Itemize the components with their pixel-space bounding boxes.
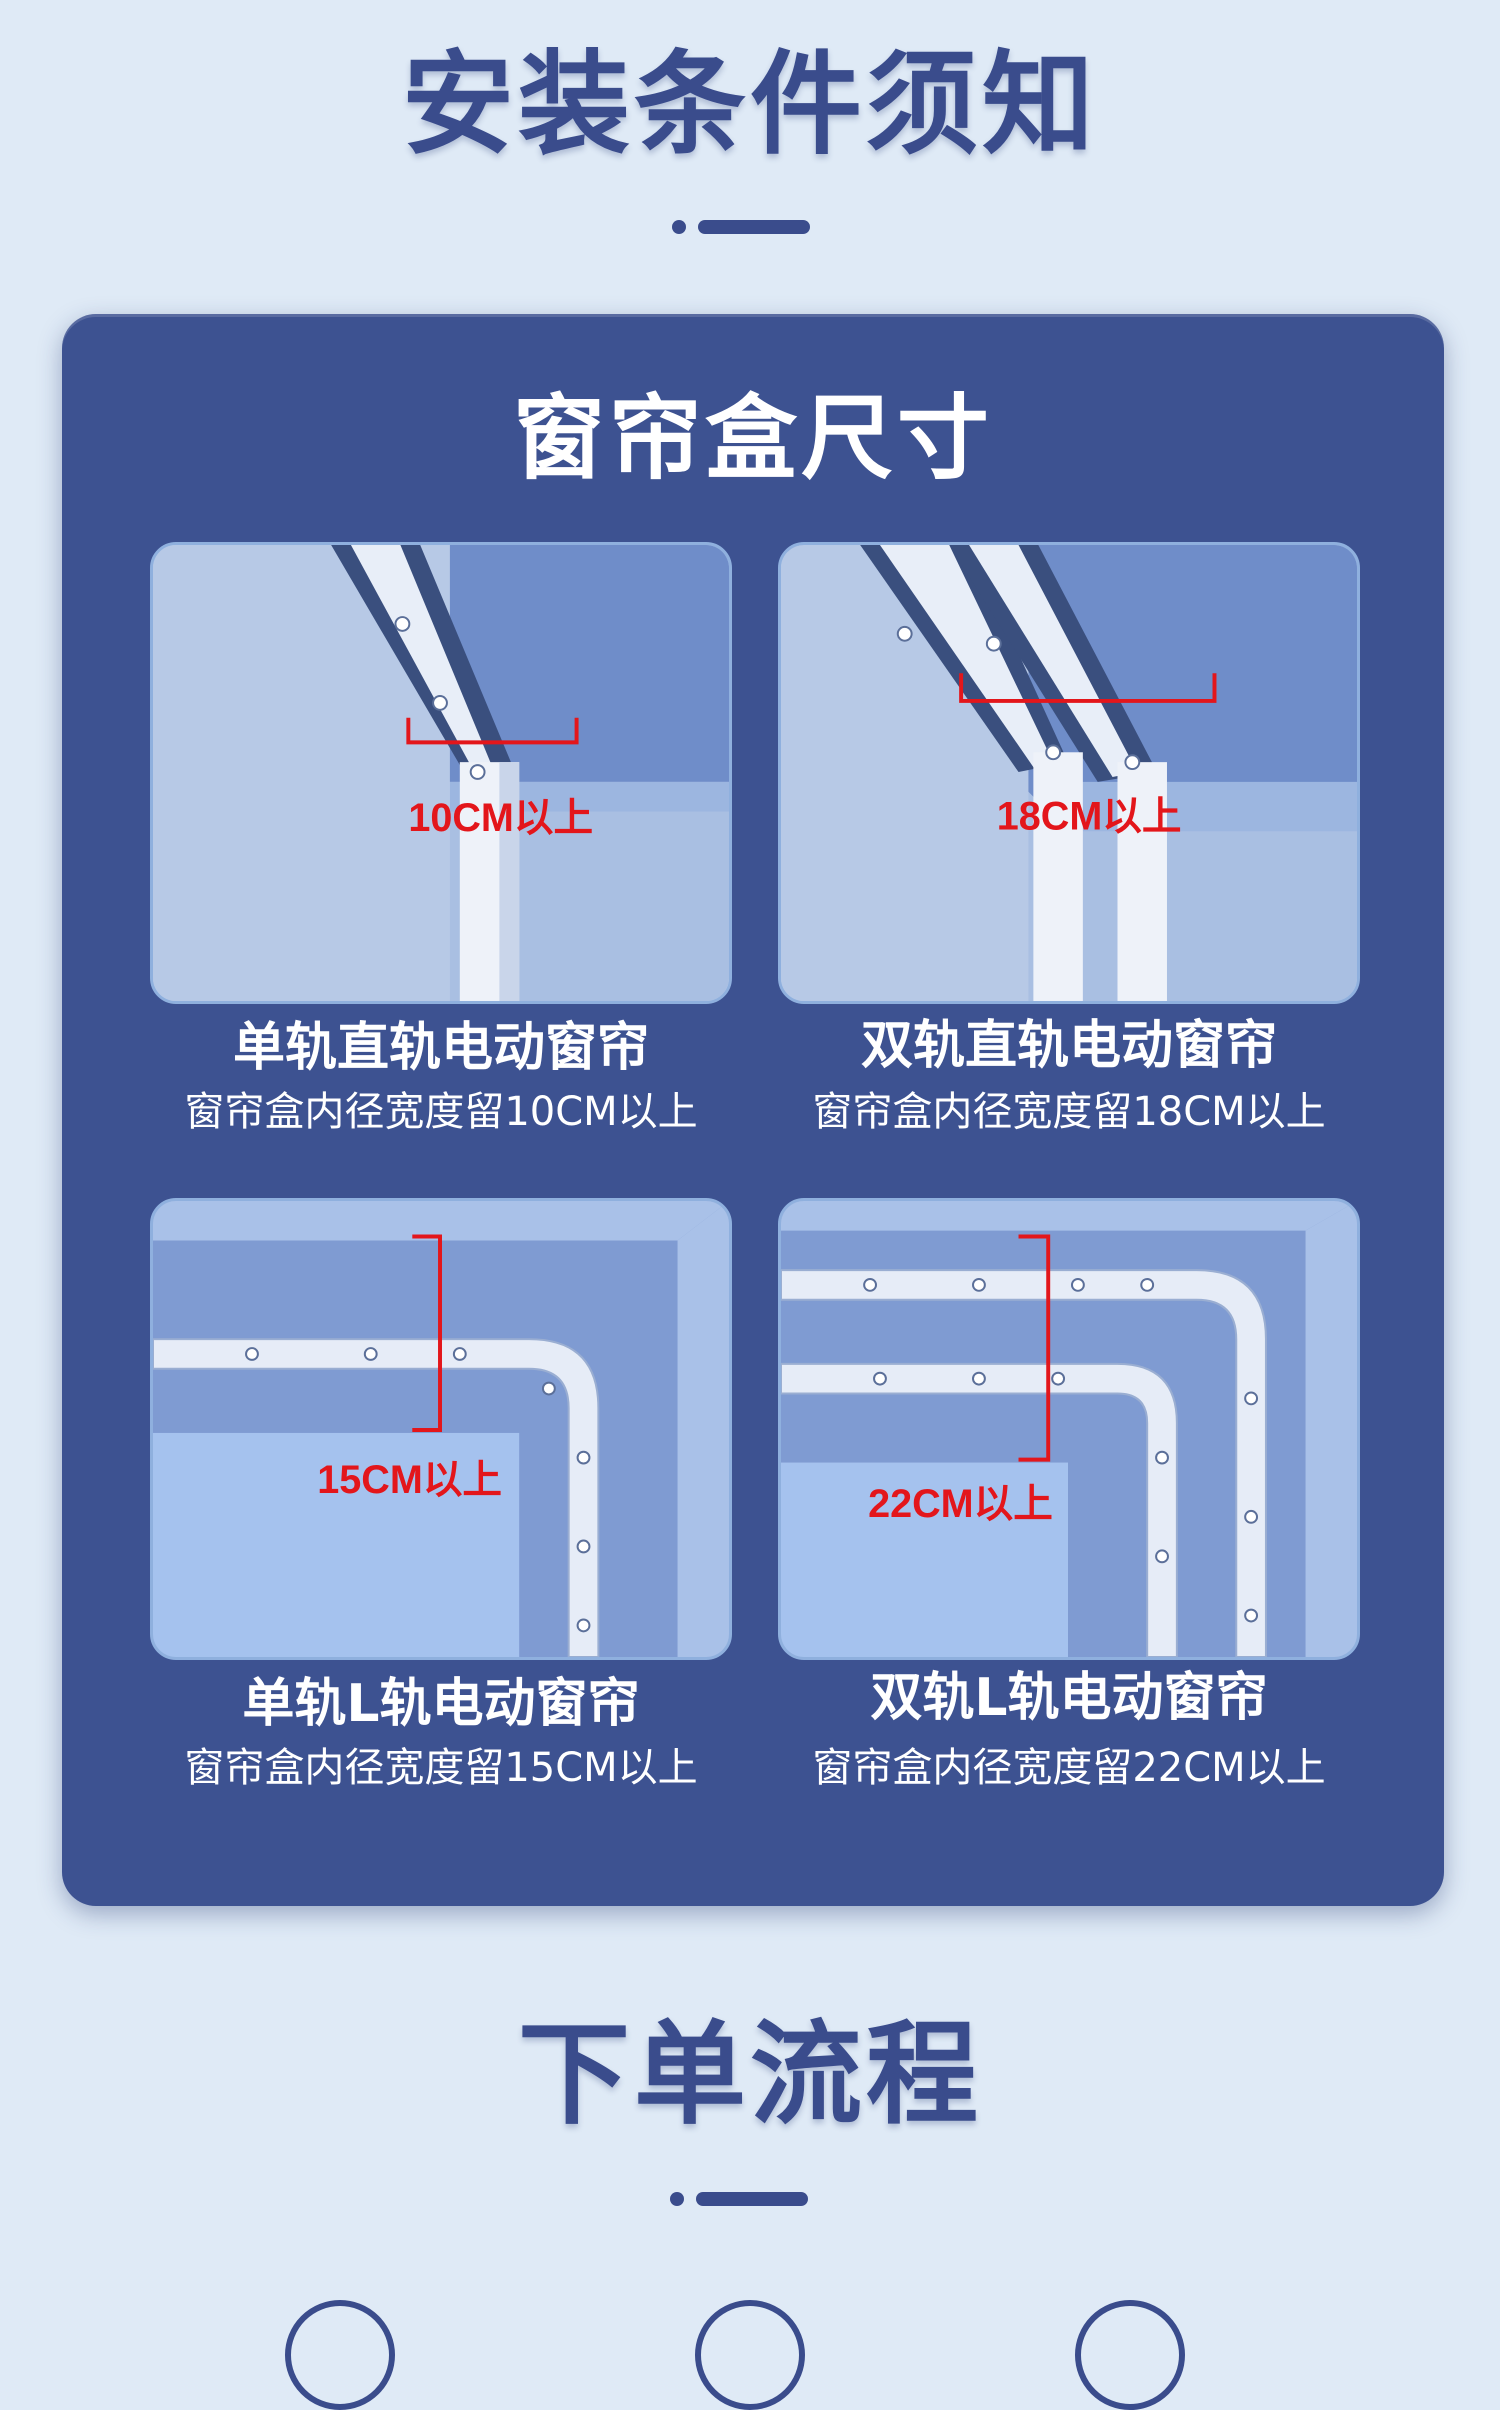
measure-label: 22CM以上 [868,1482,1053,1526]
single-straight-track-image: 10CM以上 [150,542,732,1004]
panel-title: 窗帘盒尺寸 [512,385,993,492]
card-desc: 窗帘盒内径宽度留15CM以上 [184,1745,698,1791]
card-name: 双轨L轨电动窗帘 [870,1668,1268,1728]
title-divider [672,220,812,234]
card-desc: 窗帘盒内径宽度留18CM以上 [812,1089,1326,1135]
curtain-box-size-panel: 窗帘盒尺寸 10CM以上 单轨直轨电动窗帘 窗帘盒内径宽度留10CM以上 [62,314,1444,1906]
step-circle [695,2300,805,2410]
step-circle [1075,2300,1185,2410]
double-straight-track-image: 18CM以上 [778,542,1360,1004]
card-name: 单轨L轨电动窗帘 [242,1674,640,1734]
title-divider [670,2192,810,2206]
section-title-order-process: 下单流程 [518,2010,982,2140]
measure-label: 10CM以上 [408,796,593,840]
order-step-icons [0,2300,1500,2410]
card-desc: 窗帘盒内径宽度留10CM以上 [184,1089,698,1135]
measure-label: 15CM以上 [317,1458,502,1502]
card-name: 双轨直轨电动窗帘 [860,1016,1277,1076]
measure-label: 18CM以上 [997,794,1182,838]
card-name: 单轨直轨电动窗帘 [232,1018,649,1078]
card-desc: 窗帘盒内径宽度留22CM以上 [812,1745,1326,1791]
single-l-track-image: 15CM以上 [150,1198,732,1660]
section-title-install-conditions: 安装条件须知 [402,40,1098,170]
step-circle [285,2300,395,2410]
double-l-track-image: 22CM以上 [778,1198,1360,1660]
